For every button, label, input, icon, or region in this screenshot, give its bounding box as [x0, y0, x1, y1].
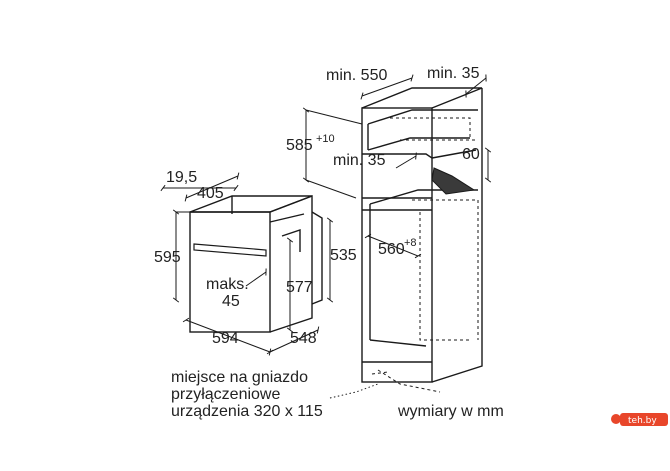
dim-585-tolerance: +10	[316, 133, 335, 145]
watermark: teh.by	[611, 413, 668, 426]
cabinet-front	[361, 107, 433, 383]
oven-dimension-lines	[160, 172, 334, 356]
dim-595: 595	[154, 249, 181, 266]
dim-60: 60	[462, 146, 480, 163]
watermark-badge	[620, 413, 668, 426]
dim-19-5: 19,5	[166, 169, 197, 186]
dim-min-550: min. 550	[326, 67, 387, 84]
watermark-text: teh.by	[628, 416, 657, 426]
dim-585: 585	[286, 137, 313, 154]
dim-min-35-mid: min. 35	[333, 152, 386, 169]
dim-594: 594	[212, 330, 239, 347]
cabinet-labels: min. 550 min. 35 585 +10 min. 35 60 560 …	[286, 65, 480, 258]
oven-labels: 19,5 405 595 535 577 maks. 45 594 548	[154, 169, 357, 347]
dim-560-tolerance: +8	[404, 237, 417, 249]
socket-leader-line	[329, 383, 379, 399]
dim-560: 560	[378, 241, 405, 258]
socket-note-line2: przyłączeniowe	[171, 386, 280, 403]
dim-548: 548	[290, 330, 317, 347]
oven-front	[189, 211, 271, 333]
max-value: 45	[222, 293, 240, 310]
socket-note-line3: urządzenia 320 x 115	[171, 403, 323, 420]
dim-405: 405	[197, 185, 224, 202]
cabinet-side	[431, 88, 483, 383]
units-note: wymiary w mm	[397, 403, 504, 420]
dim-577: 577	[286, 279, 313, 296]
ventilation-cutout	[431, 167, 476, 195]
cabinet-drawing	[361, 87, 483, 383]
dim-535: 535	[330, 247, 357, 264]
notes: miejsce na gniazdo przyłączeniowe urządz…	[171, 369, 504, 420]
oven-control-panel	[193, 243, 267, 257]
max-label: maks.	[206, 276, 249, 293]
cabinet-dimension-lines	[302, 74, 492, 259]
oven-drawing	[189, 194, 323, 333]
cabinet-top	[361, 87, 483, 109]
socket-note-line1: miejsce na gniazdo	[171, 369, 308, 386]
dim-min-35-top: min. 35	[427, 65, 480, 82]
